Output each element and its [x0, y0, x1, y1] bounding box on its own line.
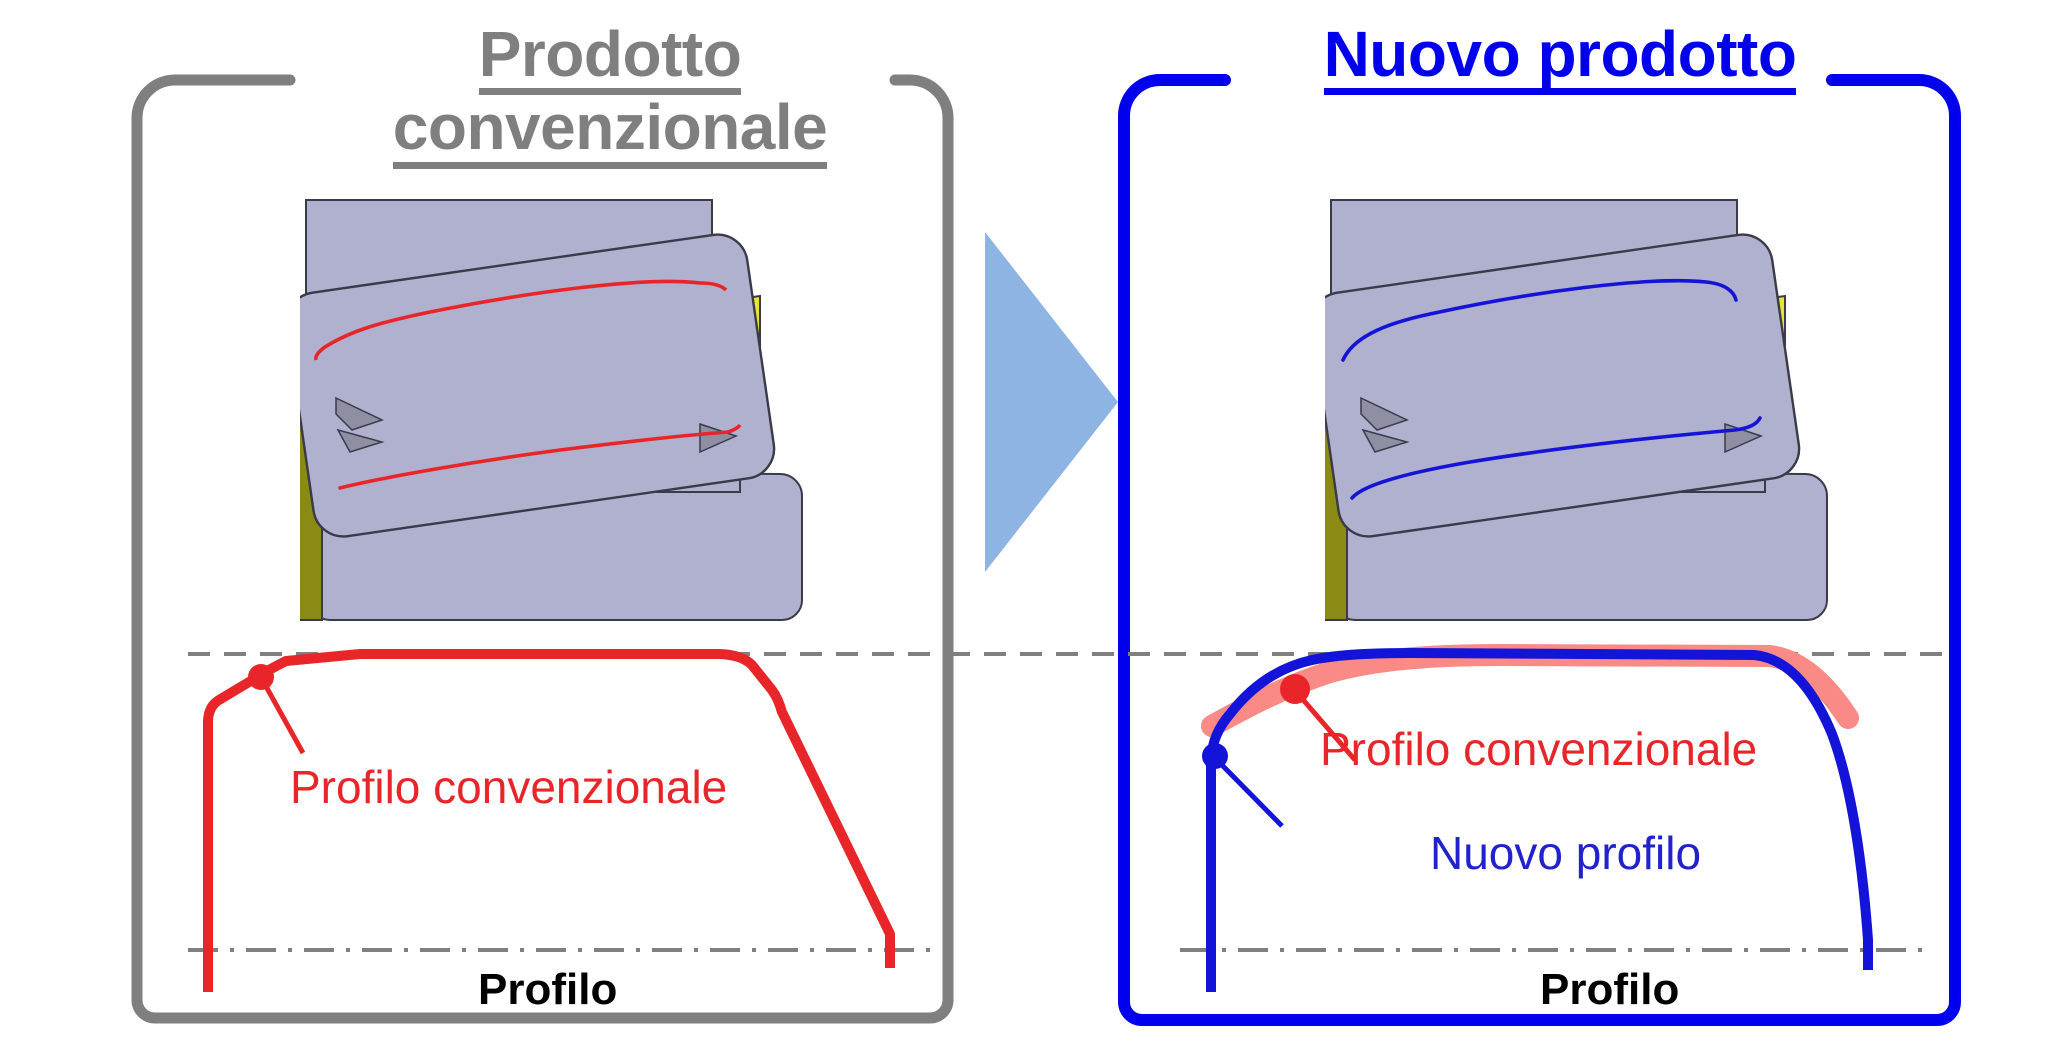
axis-label-profilo-right: Profilo [1540, 965, 1680, 1014]
annotation-conventional-profile-right: Profilo convenzionale [1320, 723, 1758, 775]
conventional-profile-marker-left [248, 664, 274, 690]
profile-chart-right [948, 643, 1955, 992]
panel-title-left-line2: convenzionale [392, 95, 828, 169]
conventional-profile-leader-left [260, 679, 306, 755]
bearing-diagram-right [1325, 199, 1828, 621]
conventional-profile-ghost-right [1201, 643, 1859, 737]
panel-right-frame [1118, 74, 1961, 1026]
conventional-profile-curve-left [203, 649, 895, 992]
annotation-conventional-profile-left: Profilo convenzionale [290, 761, 728, 813]
panel-title-left-line1: Prodotto [478, 21, 742, 96]
annotation-new-profile-right: Nuovo profilo [1430, 827, 1702, 879]
new-profile-curve-right [1206, 648, 1873, 992]
conventional-profile-leader-right [1297, 693, 1357, 762]
profile-chart-left [188, 649, 948, 992]
panel-title-right: Nuovo prodotto [1250, 21, 1870, 96]
panel-title-left: Prodotto convenzionale [330, 21, 890, 169]
panel-left-frame [131, 74, 954, 1024]
right-arrow-icon [985, 232, 1118, 572]
bearing-diagram-left [300, 199, 803, 621]
panel-title-right-line1: Nuovo prodotto [1323, 21, 1797, 96]
new-profile-leader-right [1217, 760, 1284, 828]
axis-label-profilo-left: Profilo [478, 965, 618, 1014]
